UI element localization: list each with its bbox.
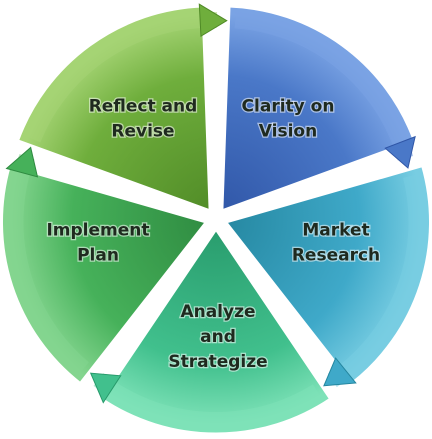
label-reflect-line: Revise (111, 122, 174, 142)
segment-market-band (327, 173, 425, 388)
label-market-line: Market (302, 221, 369, 241)
label-market-line: Research (292, 246, 380, 266)
segment-reflect-band (25, 11, 218, 143)
arrowhead-reflect (198, 3, 228, 38)
segment-analyze (99, 226, 333, 436)
label-reflect-line: Reflect and (89, 97, 198, 117)
arrows-layer (5, 3, 425, 428)
segment-implement-band (7, 154, 89, 375)
arrowhead-analyze (89, 372, 122, 404)
label-analyze-line: Strategize (168, 352, 267, 372)
label-implement-line: Implement (46, 221, 149, 241)
label-implement-line: Plan (77, 246, 119, 266)
label-clarity-line: Clarity on (242, 97, 335, 117)
arrowhead-implement (5, 146, 39, 178)
segment-clarity (220, 4, 417, 214)
segment-clarity-band (234, 12, 414, 161)
label-analyze-line: and (200, 327, 236, 347)
arrowhead-clarity (384, 135, 416, 169)
segment-analyze-band (93, 373, 322, 428)
label-clarity-line: Vision (259, 122, 317, 142)
arrowhead-market (323, 357, 357, 387)
label-clarity: Clarity on Vision (242, 97, 335, 142)
label-analyze-line: Analyze (180, 302, 255, 322)
segment-reflect (15, 4, 212, 214)
